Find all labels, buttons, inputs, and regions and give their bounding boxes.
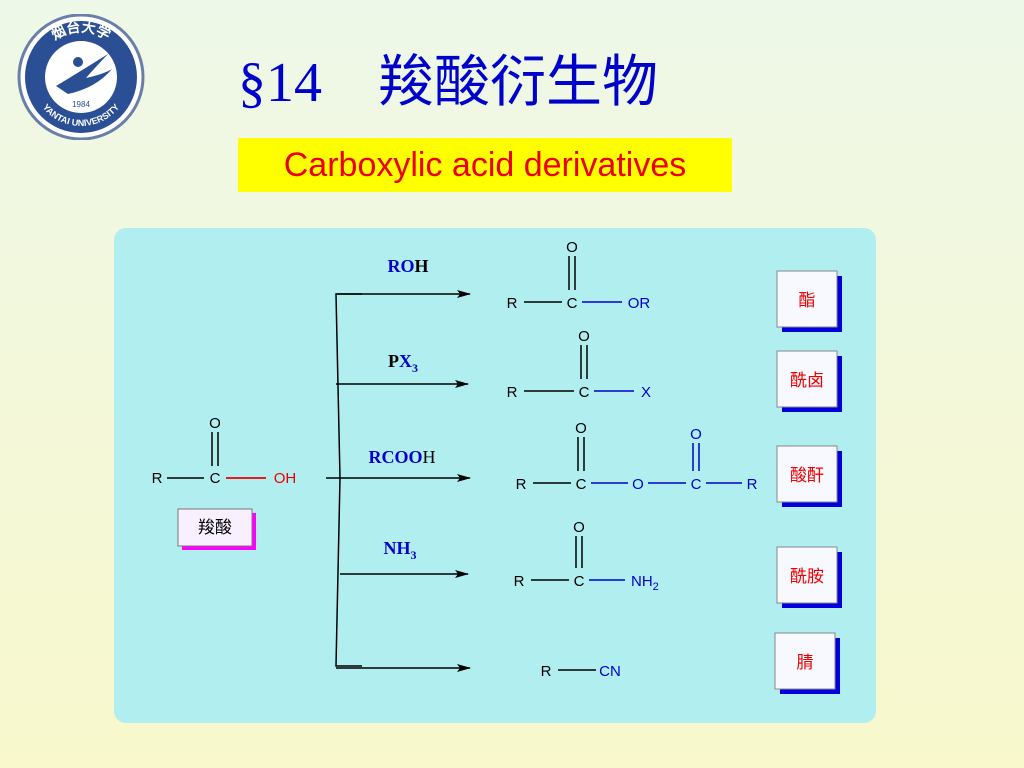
product-amide: R C O NH2 [514, 519, 659, 593]
source-O: O [209, 415, 221, 432]
label-box-nitrile: 腈 [774, 632, 840, 694]
atom-R: R [541, 663, 552, 680]
reagent-roh: ROH [387, 256, 428, 276]
label-box-ester: 酯 [776, 270, 842, 332]
atom-OR: OR [628, 295, 651, 312]
source-C: C [210, 470, 221, 487]
atom-R: R [507, 295, 518, 312]
logo-year: 1984 [72, 100, 90, 109]
atom-NH2: NH2 [631, 573, 659, 593]
upper-branch-line [335, 293, 362, 479]
reaction-diagram: R C O OH 羧酸 ROH PX3 RCOOH NH3 R C [152, 239, 842, 694]
atom-C: C [691, 476, 702, 493]
label-amide: 酰胺 [790, 567, 824, 586]
atom-CN: CN [599, 663, 621, 680]
source-label-box: 羧酸 [177, 508, 256, 550]
label-acyl-halide: 酰卤 [790, 371, 824, 390]
atom-O: O [575, 420, 587, 437]
atom-O: O [573, 519, 585, 536]
reaction-panel: R C O OH 羧酸 ROH PX3 RCOOH NH3 R C [114, 228, 876, 723]
label-box-acyl-halide: 酰卤 [776, 350, 842, 412]
reagent-rcooh: RCOOH [369, 447, 436, 467]
atom-R: R [507, 384, 518, 401]
yantai-university-logo: 1984 烟台大学 YANTAI UNIVERSITY [17, 14, 145, 140]
reagent-px3: PX3 [388, 351, 418, 375]
atom-X: X [641, 384, 651, 401]
atom-R: R [747, 476, 758, 493]
product-anhydride: R C O O C O R [516, 420, 758, 493]
label-box-anhydride: 酸酐 [776, 445, 842, 507]
bird-emblem-icon [56, 54, 112, 94]
branch-arrows [326, 290, 471, 672]
atom-C: C [567, 295, 578, 312]
source-label: 羧酸 [198, 518, 232, 537]
product-acyl-halide: R C O X [507, 328, 651, 401]
atom-O: O [566, 239, 578, 256]
label-box-amide: 酰胺 [776, 546, 842, 608]
page-title: §14 羧酸衍生物 [238, 52, 658, 114]
atom-R: R [516, 476, 527, 493]
page-subtitle: Carboxylic acid derivatives [238, 138, 732, 192]
label-nitrile: 腈 [797, 653, 814, 672]
atom-O: O [578, 328, 590, 345]
product-ester: R C O OR [507, 239, 651, 312]
source-R: R [152, 470, 163, 487]
atom-O-bridge: O [632, 476, 644, 493]
source-carboxylic-acid: R C O OH [152, 415, 297, 487]
atom-C: C [576, 476, 587, 493]
atom-O: O [690, 426, 702, 443]
source-OH: OH [274, 470, 297, 487]
product-nitrile: R CN [541, 663, 621, 680]
atom-R: R [514, 573, 525, 590]
label-ester: 酯 [799, 291, 816, 310]
atom-C: C [579, 384, 590, 401]
lower-branch-line [335, 477, 362, 667]
label-anhydride: 酸酐 [790, 466, 824, 485]
atom-C: C [574, 573, 585, 590]
reagent-nh3: NH3 [384, 538, 417, 562]
